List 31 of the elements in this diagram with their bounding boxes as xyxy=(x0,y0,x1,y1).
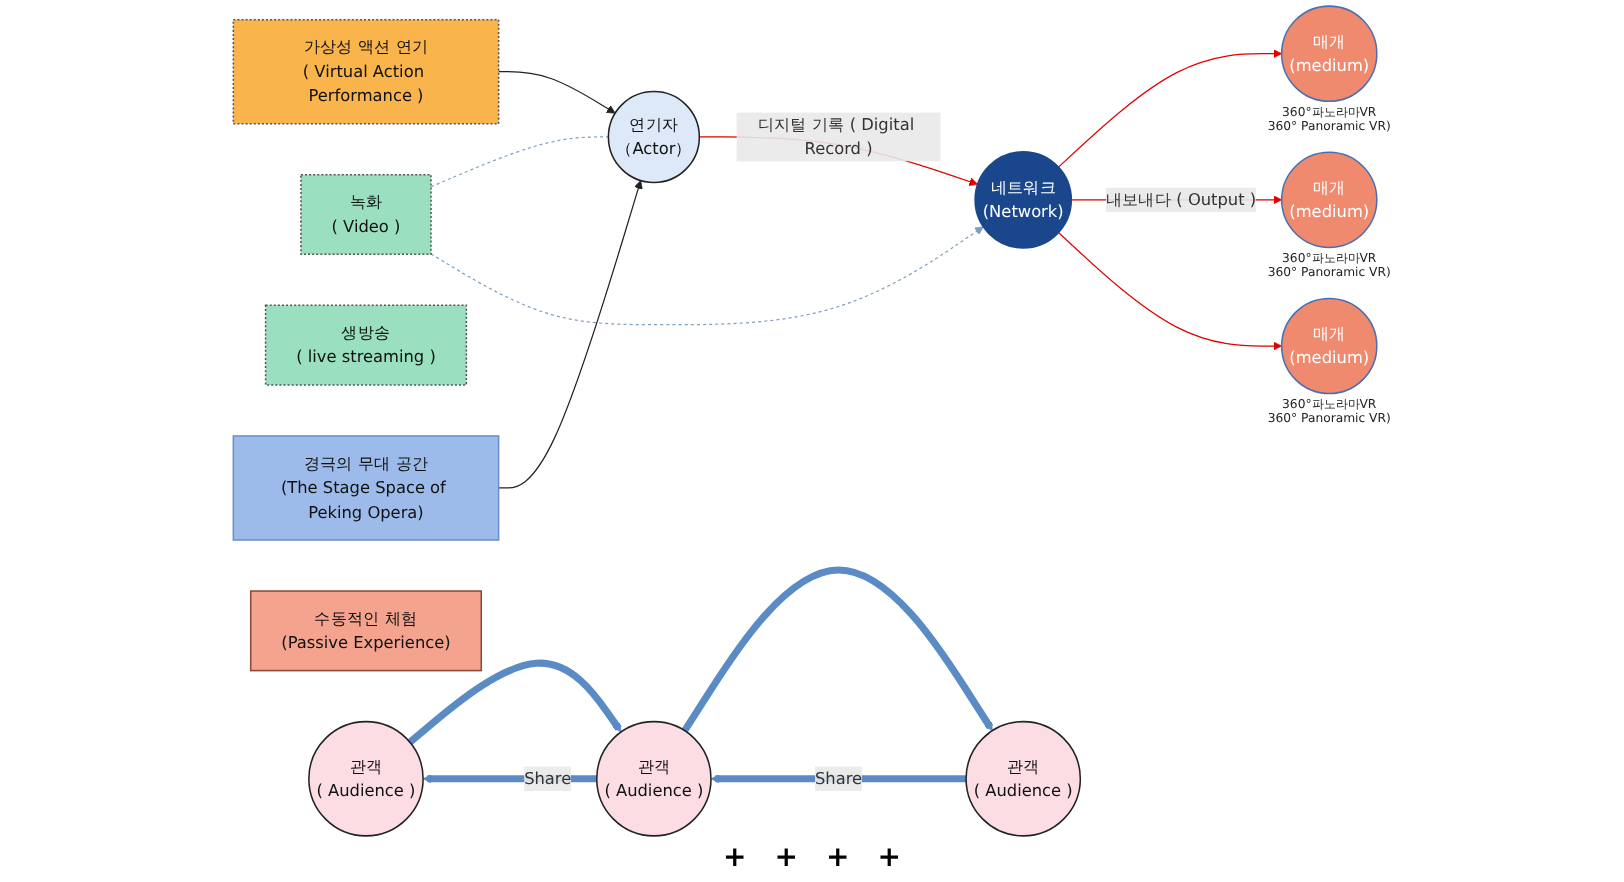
plus-sign: + xyxy=(723,842,747,878)
arrow xyxy=(1057,231,1283,351)
arrow xyxy=(498,71,616,114)
arrow xyxy=(498,180,643,489)
node-circle xyxy=(596,720,712,837)
arrow xyxy=(1057,49,1283,168)
node-box xyxy=(300,173,432,256)
node-circle xyxy=(1280,297,1378,395)
arrow xyxy=(430,226,984,326)
node-box xyxy=(249,590,483,672)
edge-label: 내보내다 ( Output ) xyxy=(1105,189,1257,210)
node-circle xyxy=(974,151,1073,249)
arrow xyxy=(681,566,994,733)
edge-label: Share xyxy=(524,768,572,788)
plus-sign: + xyxy=(774,842,798,878)
connector xyxy=(430,136,609,188)
node-circle xyxy=(1280,5,1378,103)
arrow xyxy=(710,774,967,784)
plus-sign: + xyxy=(877,842,901,878)
arrow xyxy=(422,774,597,784)
node-box xyxy=(232,18,500,125)
node-circle xyxy=(308,720,424,837)
edge-label: 디지털 기록 ( Digital Record ) xyxy=(757,114,915,159)
node-circle xyxy=(607,90,701,184)
arrow xyxy=(407,659,622,745)
node-box xyxy=(232,435,500,541)
node-circle xyxy=(1280,151,1378,249)
node-circle xyxy=(965,720,1082,837)
edge-label: Share xyxy=(814,768,863,788)
plus-sign: + xyxy=(826,842,850,878)
node-box xyxy=(264,304,468,386)
